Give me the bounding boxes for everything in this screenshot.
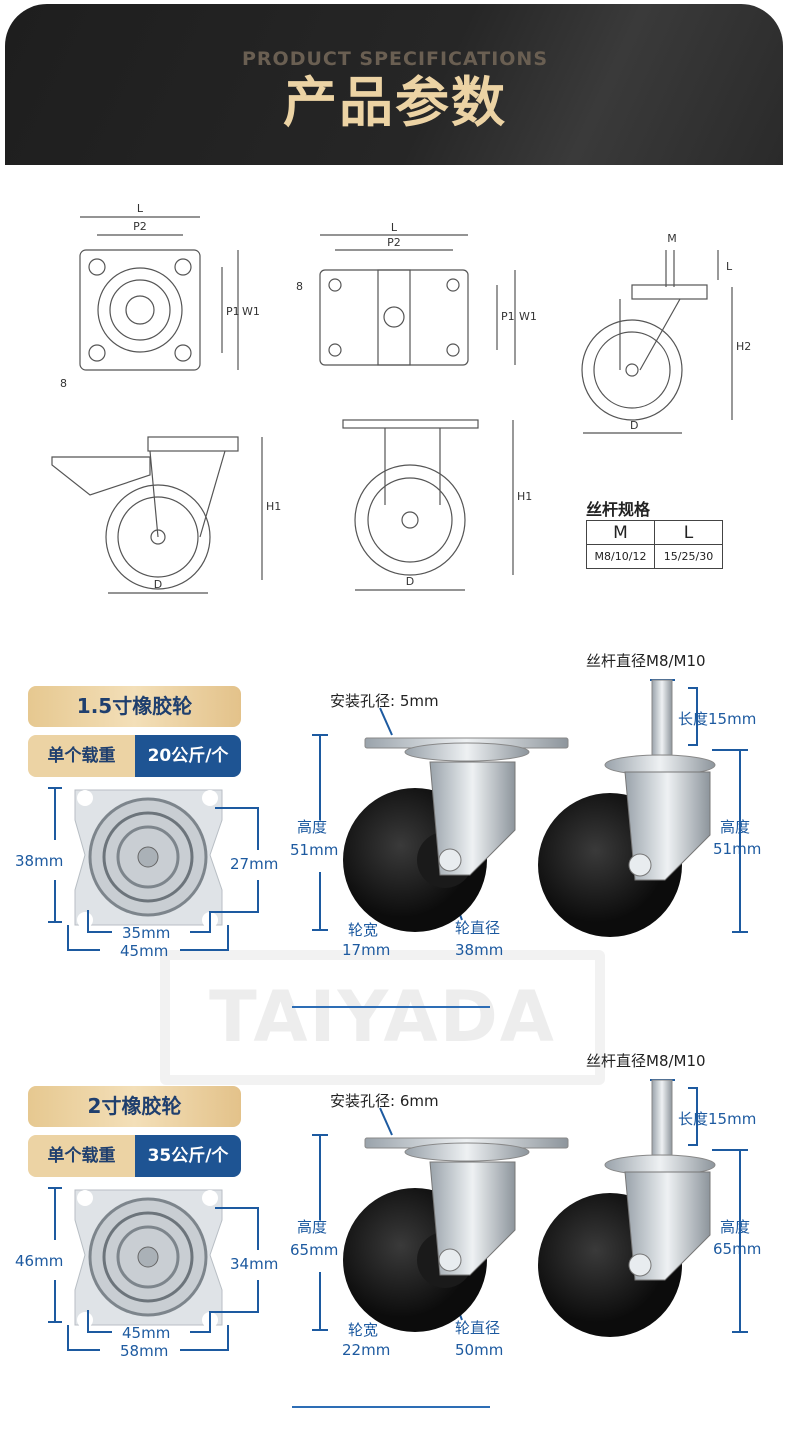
dim-label-p1-2: P1 [501,310,515,323]
screw-length-label: 长度15mm [678,710,757,728]
load-capacity-badge: 单个载重 35公斤/个 [28,1135,241,1177]
header-title: 产品参数 [283,71,507,134]
load-value: 35公斤/个 [135,1135,241,1177]
dim-label-h1: H1 [266,500,281,513]
plate-width-label: 58mm [120,1342,169,1360]
rigid-caster-drawing [342,419,514,591]
load-label: 单个载重 [28,735,135,777]
mount-hole-label: 安装孔径: 5mm [330,692,439,710]
header-banner [5,4,783,165]
dim-label-w1: W1 [242,305,260,318]
stem-height-label: 高度 [720,818,751,836]
wheel-diameter-label: 轮直径 [455,1319,501,1337]
load-value: 20公斤/个 [135,735,241,777]
technical-drawings: L P2 W1 P1 8 L P2 W1 P1 8 M L H2 D D H1 … [51,202,751,594]
stem-height-value: 65mm [713,1240,762,1258]
stem-caster-image [538,1079,716,1337]
swivel-height-value: 65mm [290,1241,339,1259]
dim-label-w1-2: W1 [519,310,537,323]
swivel-caster-image [343,1137,569,1332]
dim-label-d-2: D [154,578,162,591]
dim-label-m: M [667,232,677,245]
spec-value-l: 15/25/30 [654,544,723,569]
wheel-diameter-label: 轮直径 [455,919,501,937]
screw-length-label: 长度15mm [678,1110,757,1128]
dim-label-8-2: 8 [296,280,303,293]
wheel-diameter-value: 50mm [455,1341,504,1359]
caster-illustrations [48,679,748,951]
mount-plate-image [74,789,223,928]
load-capacity-badge: 单个载重 20公斤/个 [28,735,241,777]
caster-illustrations [48,1079,748,1351]
hole-spacing-horizontal-label: 35mm [122,924,171,942]
dim-label-l-2: L [391,221,398,234]
dim-label-p1: P1 [226,305,240,318]
plate-width-label: 45mm [120,942,169,960]
wheel-width-value: 22mm [342,1341,391,1359]
wheel-width-label: 轮宽 [348,1321,379,1339]
dim-label-8: 8 [60,377,67,390]
screw-diameter-label: 丝杆直径M8/M10 [586,1052,706,1070]
section-divider [292,1406,490,1408]
hole-spacing-vertical-label: 34mm [230,1255,279,1273]
top-plate-drawing [79,216,239,371]
screw-spec-title: 丝杆规格 [586,500,651,519]
dim-label-d: D [630,419,638,432]
stem-caster-image [538,679,716,937]
product-section-1-5-inch: 1.5寸橡胶轮 单个载重 20公斤/个 [0,640,790,1020]
dim-label-l-3: L [726,260,733,273]
screw-diameter-label: 丝杆直径M8/M10 [586,652,706,670]
brake-caster-drawing [51,436,263,594]
header-subtitle: PRODUCT SPECIFICATIONS [241,48,549,70]
side-plate-drawing [319,234,516,366]
wheel-diameter-value: 38mm [455,941,504,959]
spec-header-m: M [586,520,655,545]
plate-height-label: 46mm [15,1252,64,1270]
mount-plate-image [74,1189,223,1328]
swivel-caster-image [343,737,569,932]
stem-height-value: 51mm [713,840,762,858]
dim-label-h1-2: H1 [517,490,532,503]
dim-label-l: L [137,202,144,215]
dim-label-h2: H2 [736,340,751,353]
section-divider [292,1006,490,1008]
product-title: 2寸橡胶轮 [28,1086,241,1127]
wheel-width-value: 17mm [342,941,391,959]
product-section-2-inch: 2寸橡胶轮 单个载重 35公斤/个 [0,1040,790,1420]
load-label: 单个载重 [28,1135,135,1177]
plate-height-label: 38mm [15,852,64,870]
stem-caster-drawing [581,250,733,434]
mount-hole-label: 安装孔径: 6mm [330,1092,439,1110]
swivel-height-label: 高度 [297,818,328,836]
dimension-lines [48,1079,748,1351]
spec-value-m: M8/10/12 [586,544,655,569]
hole-spacing-vertical-label: 27mm [230,855,279,873]
dim-label-p2: P2 [133,220,147,233]
stem-height-label: 高度 [720,1218,751,1236]
swivel-height-label: 高度 [297,1218,328,1236]
brand-watermark: TAIYADA [160,950,605,1085]
wheel-width-label: 轮宽 [348,921,379,939]
spec-header-l: L [654,520,723,545]
swivel-height-value: 51mm [290,841,339,859]
hole-spacing-horizontal-label: 45mm [122,1324,171,1342]
product-title: 1.5寸橡胶轮 [28,686,241,727]
dim-label-p2-2: P2 [387,236,401,249]
dim-label-d-3: D [406,575,414,588]
